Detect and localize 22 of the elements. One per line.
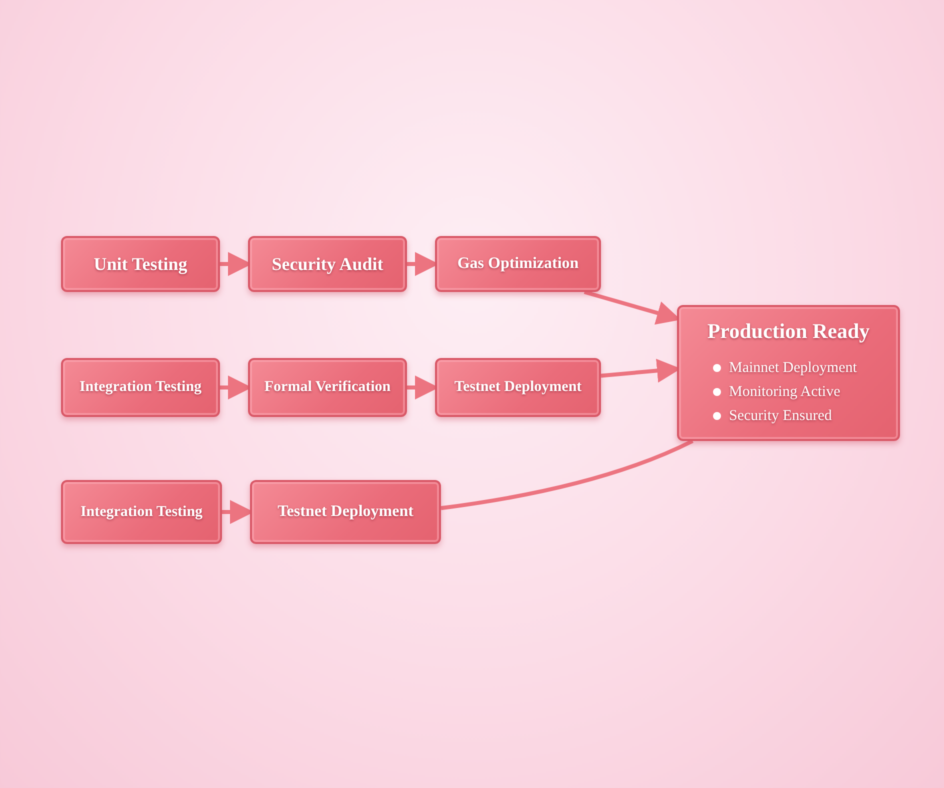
- process-box: [248, 236, 407, 292]
- bullet-item: Security Ensured: [713, 404, 832, 428]
- box-label: Security Audit: [272, 254, 384, 274]
- box-label: Integration Testing: [80, 504, 203, 520]
- process-box: [435, 236, 601, 292]
- box-label: Testnet Deployment: [454, 379, 582, 396]
- connector-line: [440, 439, 694, 510]
- bullet-item: Mainnet Deployment: [713, 356, 857, 380]
- box-label: Gas Optimization: [457, 255, 579, 273]
- summary-box: [677, 305, 900, 441]
- box-label: Formal Verification: [264, 379, 391, 396]
- box-label: Testnet Deployment: [278, 503, 414, 521]
- box-label: Unit Testing: [94, 254, 188, 274]
- process-box: [61, 480, 222, 544]
- box-label: Integration Testing: [79, 379, 202, 396]
- process-box: [61, 358, 220, 417]
- process-box: [250, 480, 441, 544]
- process-box: [61, 236, 220, 292]
- process-box: [435, 358, 601, 417]
- process-box: [248, 358, 407, 417]
- box-heading: Production Ready: [707, 318, 870, 344]
- bullet-item: Monitoring Active: [713, 380, 840, 404]
